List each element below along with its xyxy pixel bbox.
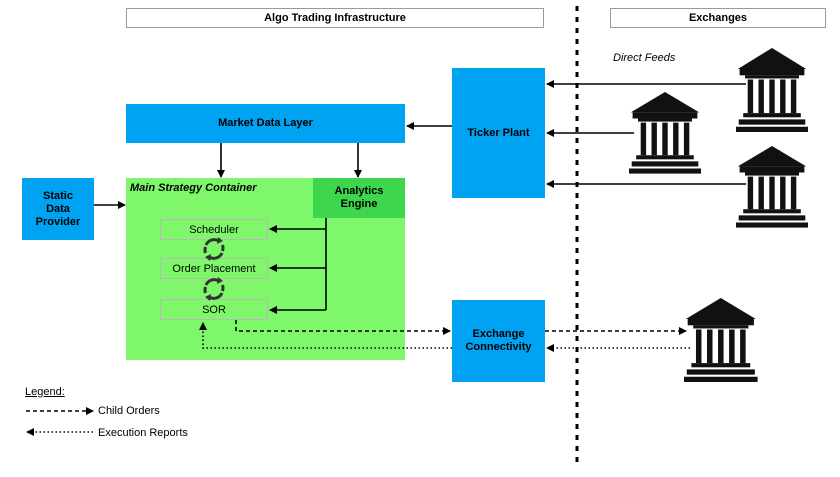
exchanges-header: Exchanges: [610, 8, 826, 28]
exchange-bank-icon-3: [736, 146, 808, 228]
direct-feeds-label: Direct Feeds: [613, 52, 676, 64]
exchange-connectivity-box: Exchange Connectivity: [452, 300, 545, 382]
exchange-bank-icon-1: [736, 48, 808, 132]
cycle-arrows-icon-2: [203, 275, 225, 303]
strategy-container-title: Main Strategy Container: [130, 182, 257, 194]
infra-header: Algo Trading Infrastructure: [126, 8, 544, 28]
sor-box: SOR: [160, 299, 268, 320]
market-data-layer-box: Market Data Layer: [126, 104, 405, 143]
exchange-bank-icon-4: [684, 298, 758, 382]
static-data-provider-box: Static Data Provider: [22, 178, 94, 240]
exchange-bank-icon-2: [629, 92, 701, 174]
legend-execution-reports-label: Execution Reports: [98, 427, 188, 439]
cycle-arrows-icon-1: [203, 235, 225, 263]
legend-title: Legend:: [25, 386, 65, 398]
legend-child-orders-label: Child Orders: [98, 405, 160, 417]
analytics-engine-box: Analytics Engine: [313, 178, 405, 218]
ticker-plant-box: Ticker Plant: [452, 68, 545, 198]
